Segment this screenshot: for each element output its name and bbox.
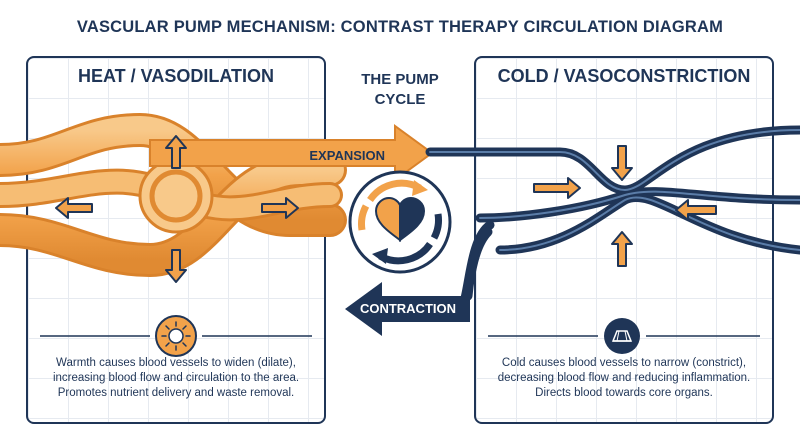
expansion-arrow: [149, 124, 434, 182]
cold-panel-heading: COLD / VASOCONSTRICTION: [497, 66, 751, 86]
pump-cycle-heading-line-1: THE PUMP: [361, 71, 439, 88]
arrow-down-icon: [611, 145, 633, 181]
dilated-vessels: [0, 112, 347, 278]
contraction-label: CONTRACTION: [360, 301, 456, 316]
arrow-right-icon: [261, 197, 299, 219]
arrow-down-icon: [165, 249, 187, 283]
heat-description-line-1: Warmth causes blood vessels to widen (di…: [56, 357, 296, 369]
heat-description-line-2: increasing blood flow and circulation to…: [52, 372, 300, 384]
cold-description-line-1: Cold causes blood vessels to narrow (con…: [501, 357, 747, 369]
pump-cycle-heading: THE PUMP CYCLE: [330, 70, 470, 110]
diagram-title: VASCULAR PUMP MECHANISM: CONTRAST THERAP…: [76, 18, 724, 36]
cold-description-line-2: decreasing blood flow and reducing infla…: [497, 372, 751, 384]
arrow-up-icon: [165, 135, 187, 169]
arrow-right-icon: [533, 177, 581, 199]
heat-panel-heading: HEAT / VASODILATION: [78, 66, 274, 86]
dilation-arrows: [55, 135, 299, 283]
contraction-arrow: [345, 227, 493, 336]
constriction-arrows: [533, 145, 717, 267]
heat-description-line-3: Promotes nutrient delivery and waste rem…: [57, 387, 295, 399]
heart-icon: [374, 196, 426, 242]
arrow-left-icon: [675, 199, 717, 221]
constricted-vessels: [425, 125, 800, 315]
constricted-vessels-highlight: [429, 129, 800, 251]
arrow-up-icon: [611, 231, 633, 267]
pump-cycle-heading-line-2: CYCLE: [374, 91, 426, 108]
cold-description-line-3: Directs blood towards core organs.: [535, 387, 713, 399]
cold-description: Cold causes blood vessels to narrow (con…: [474, 356, 774, 401]
expansion-label: EXPANSION: [309, 148, 385, 163]
arrow-left-icon: [55, 197, 93, 219]
heat-description: Warmth causes blood vessels to widen (di…: [26, 356, 326, 401]
ice-icon: [604, 318, 640, 354]
pump-cycle-icon: [348, 170, 452, 274]
sun-icon: [155, 315, 197, 357]
